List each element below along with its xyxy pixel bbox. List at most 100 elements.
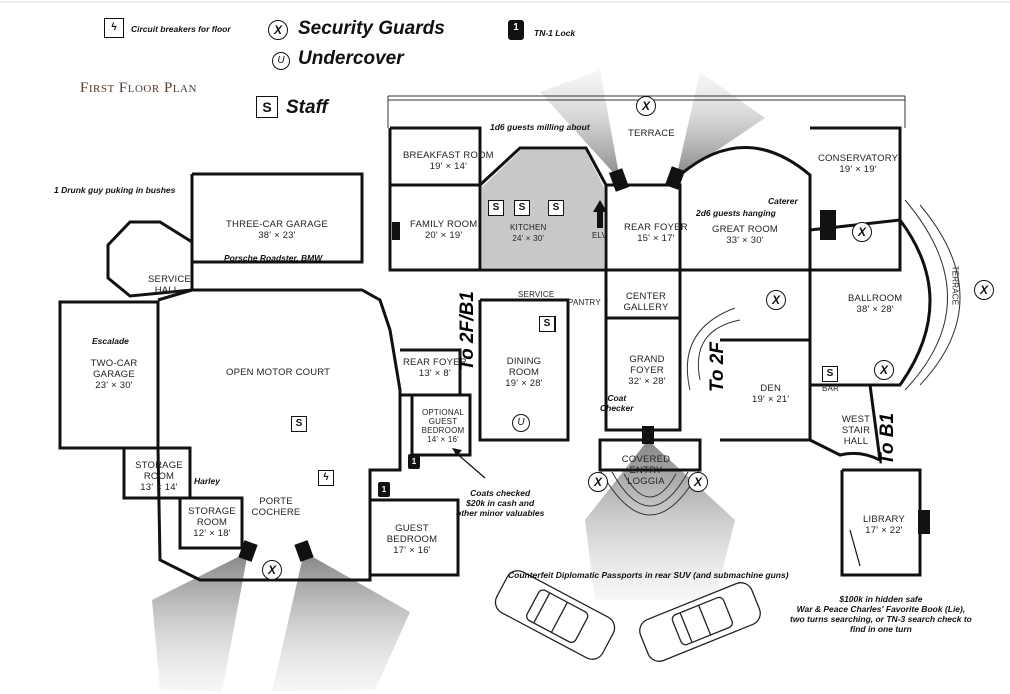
lock-icon: 1 bbox=[408, 454, 420, 469]
lock-icon: 1 bbox=[508, 20, 524, 40]
room-dining: Dining Room19' × 28' bbox=[505, 356, 543, 389]
note-safe: $100k in hidden safe War & Peace Charles… bbox=[790, 594, 972, 634]
grand-foyer-walls bbox=[604, 268, 682, 432]
note-escalade: Escalade bbox=[92, 336, 129, 346]
staff-marker: S bbox=[488, 200, 504, 216]
staff-marker: S bbox=[514, 200, 530, 216]
room-ballroom: Ballroom38' × 28' bbox=[848, 293, 903, 315]
coats-pointer bbox=[454, 451, 486, 479]
staff-marker: S bbox=[291, 416, 307, 432]
room-two-car-garage: Two-Car Garage23' × 30' bbox=[90, 358, 138, 391]
conservatory-walls bbox=[810, 126, 902, 272]
staff-marker: S bbox=[822, 366, 838, 382]
room-den: Den19' × 21' bbox=[752, 383, 790, 405]
room-conservatory: Conservatory19' × 19' bbox=[818, 153, 899, 175]
guard-marker: X bbox=[688, 472, 708, 492]
stair-to-2f-b1: To 2F/B1 bbox=[457, 291, 478, 371]
room-terrace-top: Terrace bbox=[628, 128, 675, 139]
room-service: Service bbox=[518, 290, 555, 299]
room-great: Great Room33' × 30' bbox=[712, 224, 779, 246]
room-guest-bedroom: Guest Bedroom17' × 16' bbox=[386, 523, 438, 556]
room-family: Family Room20' × 19' bbox=[410, 219, 478, 241]
room-storage-1: Storage Room13' × 14' bbox=[135, 460, 183, 493]
note-caterer: Caterer bbox=[768, 196, 798, 206]
staff-marker: S bbox=[539, 316, 555, 332]
camera-cones bbox=[152, 70, 765, 692]
service-hall-walls bbox=[106, 220, 194, 298]
plan-title: First Floor Plan bbox=[80, 80, 197, 96]
room-west-stair: West Stair Hall bbox=[841, 414, 871, 447]
guard-icon: X bbox=[268, 20, 288, 40]
guard-marker: X bbox=[262, 560, 282, 580]
room-library: Library17' × 22' bbox=[863, 514, 905, 536]
guard-marker: X bbox=[766, 290, 786, 310]
note-coat-checker: Coat Checker bbox=[600, 393, 634, 413]
room-motor-court: Open Motor Court bbox=[226, 367, 331, 378]
note-passports: Counterfeit Diplomatic Passports in rear… bbox=[508, 570, 789, 580]
camera-cone bbox=[585, 440, 735, 600]
storage-room-walls bbox=[178, 496, 244, 550]
stair-to-b1: To B1 bbox=[877, 412, 898, 466]
note-harley: Harley bbox=[194, 476, 220, 486]
guard-marker: X bbox=[874, 360, 894, 380]
legend-lock: TN-1 Lock bbox=[534, 28, 576, 38]
room-rear-foyer-lower: Rear Foyer13' × 8' bbox=[403, 357, 467, 379]
two-car-garage-walls bbox=[58, 300, 160, 450]
room-optional-guest: Optional Guest Bedroom14' × 16' bbox=[421, 408, 465, 444]
room-storage-2: Storage Room12' × 18' bbox=[188, 506, 236, 539]
kitchen-walls bbox=[478, 146, 608, 272]
suv-vehicles bbox=[494, 570, 761, 662]
camera-cone bbox=[676, 72, 765, 178]
stair-to-2f: To 2F bbox=[707, 342, 728, 392]
ballroom-walls bbox=[808, 218, 932, 387]
walls bbox=[58, 126, 932, 582]
room-center-gallery: Center Gallery bbox=[623, 291, 669, 313]
lightning-icon: ϟ bbox=[104, 18, 124, 38]
room-rear-foyer-upper: Rear Foyer15' × 17' bbox=[624, 222, 688, 244]
west-stair-walls bbox=[809, 383, 882, 463]
camera bbox=[294, 540, 314, 562]
room-kitchen: Kitchen24' × 30' bbox=[510, 223, 547, 243]
lock-icon: 1 bbox=[378, 482, 390, 497]
guard-marker: X bbox=[852, 222, 872, 242]
great-room-walls bbox=[679, 146, 812, 272]
lightning-icon: ϟ bbox=[318, 470, 334, 486]
undercover-marker: U bbox=[512, 414, 530, 432]
room-elv: ELV bbox=[592, 231, 608, 240]
legend-undercover: Undercover bbox=[298, 48, 404, 69]
room-bar: Bar bbox=[822, 384, 840, 393]
camera-cone bbox=[152, 552, 248, 692]
note-guests-milling: 1d6 guests milling about bbox=[490, 122, 590, 132]
motor-court-walls bbox=[156, 288, 402, 582]
kitchen-floor bbox=[482, 150, 604, 268]
storage-room-walls bbox=[122, 446, 192, 500]
den-walls bbox=[720, 338, 812, 442]
up-arrow-icon bbox=[593, 200, 607, 228]
room-pantry: Pantry bbox=[568, 298, 601, 307]
legend-breakers: Circuit breakers for floor bbox=[131, 24, 231, 34]
guard-marker: X bbox=[588, 472, 608, 492]
legend-staff: Staff bbox=[286, 97, 328, 118]
camera bbox=[609, 168, 629, 192]
library-walls bbox=[840, 468, 922, 577]
camera-cone bbox=[540, 70, 620, 180]
room-terrace-side: Terrace bbox=[950, 265, 960, 306]
room-loggia: Covered Entry Loggia bbox=[621, 454, 671, 487]
optional-guest-walls bbox=[410, 393, 472, 457]
staff-marker: S bbox=[548, 200, 564, 216]
three-car-garage-walls bbox=[190, 172, 364, 264]
camera-cone bbox=[272, 552, 410, 692]
safe-pointer bbox=[849, 529, 861, 567]
room-porte-cochere: Porte Cochere bbox=[251, 496, 301, 518]
room-three-car-garage: Three-Car Garage38' × 23' bbox=[226, 219, 328, 241]
suv bbox=[639, 582, 761, 662]
room-grand-foyer: Grand Foyer32' × 28' bbox=[628, 354, 666, 387]
note-drunk: 1 Drunk guy puking in bushes bbox=[54, 185, 176, 195]
note-porsche: Porsche Roadster, BMW bbox=[224, 253, 323, 263]
suv bbox=[494, 570, 616, 660]
guard-marker: X bbox=[974, 280, 994, 300]
note-guests-hanging: 2d6 guests hanging bbox=[696, 208, 776, 218]
guard-marker: X bbox=[636, 96, 656, 116]
